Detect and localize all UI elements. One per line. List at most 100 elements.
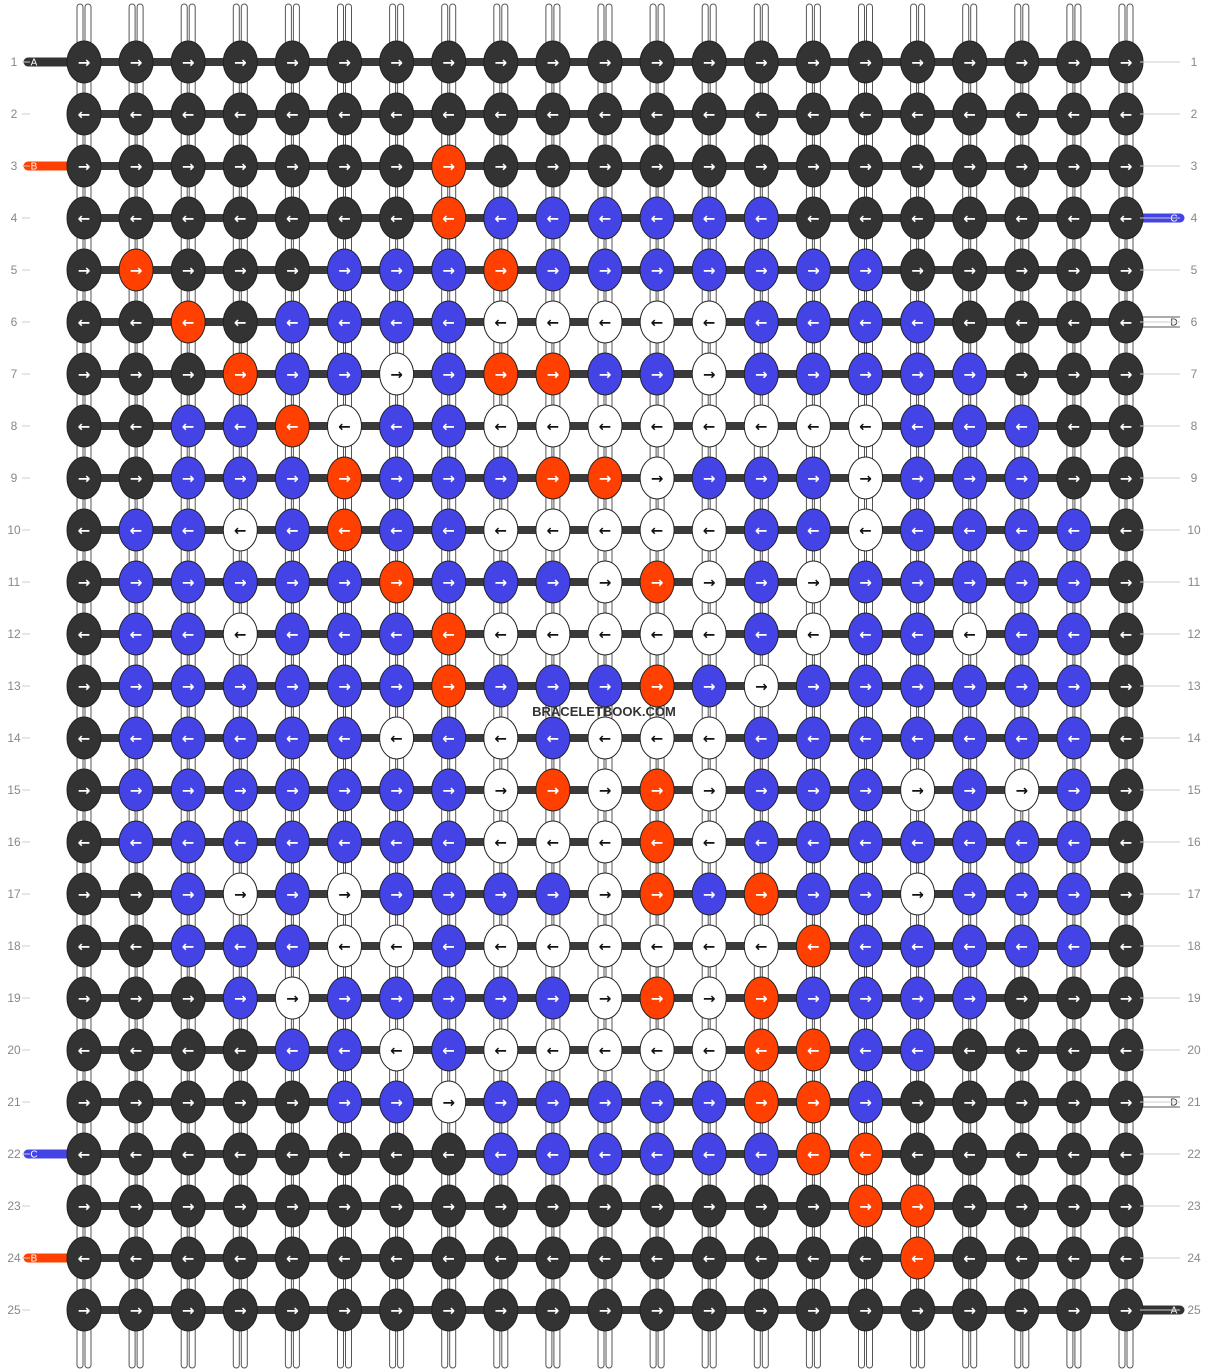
knot-shape xyxy=(274,1080,310,1124)
knot: ← xyxy=(1108,612,1144,656)
knot: → xyxy=(848,248,883,292)
arrow-right-icon: → xyxy=(234,1198,247,1216)
knot: ← xyxy=(900,1236,936,1280)
arrow-right-icon: → xyxy=(911,1198,924,1216)
arrow-left-icon: ← xyxy=(807,626,820,644)
arrow-left-icon: ← xyxy=(130,1042,143,1060)
arrow-right-icon: → xyxy=(182,1302,195,1320)
knot: → xyxy=(795,768,831,812)
arrow-right-icon: → xyxy=(651,678,664,696)
knot-shape xyxy=(483,300,519,344)
knot-shape xyxy=(66,976,102,1020)
knot: ← xyxy=(431,92,467,136)
knot-shape xyxy=(587,40,623,84)
knot: ← xyxy=(848,1236,883,1280)
arrow-right-icon: → xyxy=(547,1094,560,1112)
row-number-right: 8 xyxy=(1191,419,1198,433)
knot: ← xyxy=(900,716,936,760)
knot-shape xyxy=(848,404,883,448)
knot-shape xyxy=(118,560,154,604)
arrow-left-icon: ← xyxy=(495,418,508,436)
knot-shape xyxy=(952,196,988,240)
knot-shape xyxy=(535,872,571,916)
arrow-right-icon: → xyxy=(599,366,612,384)
arrow-left-icon: ← xyxy=(1120,1250,1133,1268)
knot: → xyxy=(795,144,831,188)
knot-shape xyxy=(900,300,936,344)
knot: ← xyxy=(431,300,467,344)
knot: → xyxy=(483,872,519,916)
knot: → xyxy=(952,352,988,396)
arrow-right-icon: → xyxy=(234,158,247,176)
arrow-left-icon: ← xyxy=(234,314,247,332)
knot: → xyxy=(483,1288,519,1332)
knot-shape xyxy=(848,40,883,84)
knot: → xyxy=(274,768,310,812)
arrow-left-icon: ← xyxy=(442,1146,455,1164)
knot: ← xyxy=(327,404,362,448)
knot: → xyxy=(952,248,988,292)
arrow-left-icon: ← xyxy=(1068,626,1081,644)
knot: → xyxy=(222,560,258,604)
knot: → xyxy=(170,1080,206,1124)
arrow-left-icon: ← xyxy=(1120,1146,1133,1164)
knot: → xyxy=(170,872,206,916)
knot-shape xyxy=(379,92,415,136)
knot-shape xyxy=(1056,248,1092,292)
knot: ← xyxy=(170,508,206,552)
knot-shape xyxy=(431,768,467,812)
knot-shape xyxy=(483,820,519,864)
knot-shape xyxy=(66,872,102,916)
knot-shape xyxy=(379,560,415,604)
knot-shape xyxy=(848,196,883,240)
knot: → xyxy=(587,664,623,708)
arrow-left-icon: ← xyxy=(963,1042,976,1060)
row-number-left: 18 xyxy=(7,939,21,953)
knot: ← xyxy=(639,820,675,864)
arrow-right-icon: → xyxy=(963,782,976,800)
arrow-right-icon: → xyxy=(495,574,508,592)
arrow-left-icon: ← xyxy=(442,106,455,124)
knot: ← xyxy=(379,820,415,864)
knot-shape xyxy=(1056,300,1092,344)
knot: ← xyxy=(222,508,258,552)
knot-shape xyxy=(274,40,310,84)
knot-shape xyxy=(1004,40,1040,84)
arrow-left-icon: ← xyxy=(78,314,91,332)
knot: ← xyxy=(1108,1132,1144,1176)
arrow-left-icon: ← xyxy=(755,314,768,332)
knot-shape xyxy=(535,508,571,552)
arrow-left-icon: ← xyxy=(130,1250,143,1268)
knot-shape xyxy=(327,1080,362,1124)
knot: → xyxy=(118,1184,154,1228)
arrow-right-icon: → xyxy=(599,782,612,800)
arrow-left-icon: ← xyxy=(495,1250,508,1268)
knot-shape xyxy=(587,924,623,968)
knot-shape xyxy=(1004,404,1040,448)
knot: ← xyxy=(274,300,310,344)
knot: ← xyxy=(691,196,727,240)
arrow-right-icon: → xyxy=(1120,574,1133,592)
arrow-left-icon: ← xyxy=(338,730,351,748)
knot: ← xyxy=(379,1028,415,1072)
knot: → xyxy=(1056,768,1092,812)
knot: → xyxy=(274,248,310,292)
knot-shape xyxy=(952,1132,988,1176)
arrow-left-icon: ← xyxy=(911,834,924,852)
knot-shape xyxy=(587,1028,623,1072)
knot: ← xyxy=(743,196,779,240)
arrow-left-icon: ← xyxy=(495,1146,508,1164)
knot-shape xyxy=(952,716,988,760)
knot-shape xyxy=(691,508,727,552)
knot-shape xyxy=(535,820,571,864)
arrow-left-icon: ← xyxy=(1068,730,1081,748)
arrow-right-icon: → xyxy=(963,678,976,696)
arrow-left-icon: ← xyxy=(755,1250,768,1268)
knot-shape xyxy=(1004,768,1040,812)
arrow-right-icon: → xyxy=(1120,158,1133,176)
knot: ← xyxy=(327,820,362,864)
arrow-left-icon: ← xyxy=(651,626,664,644)
knot-shape xyxy=(431,716,467,760)
knot-shape xyxy=(327,456,362,500)
knot: ← xyxy=(1004,300,1040,344)
